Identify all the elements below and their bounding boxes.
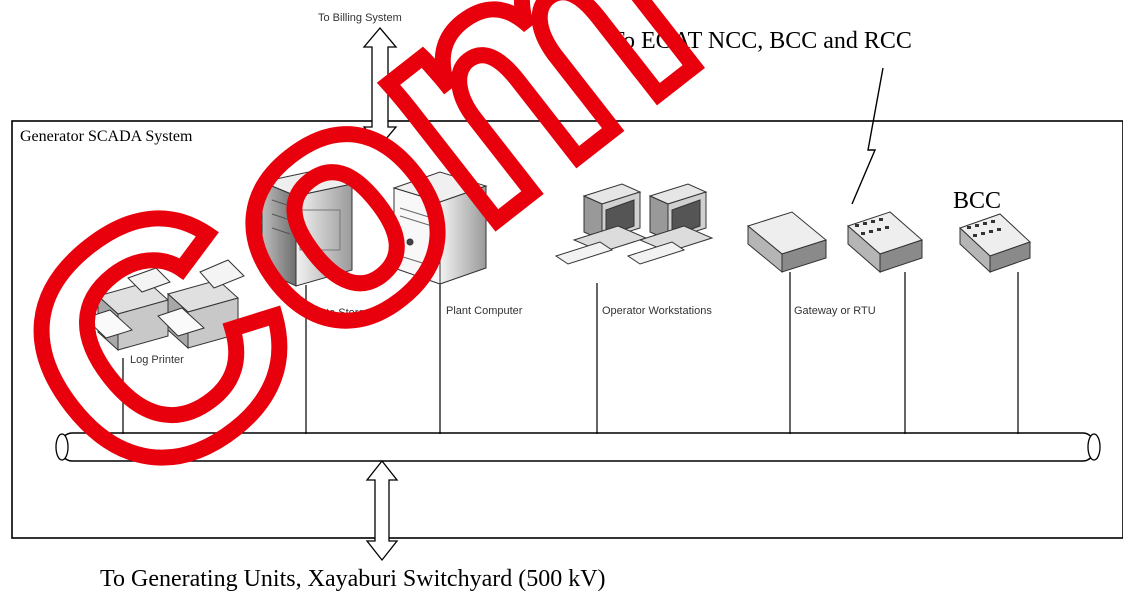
network-switch-icon [848,212,922,272]
log-printer-label: Log Printer [130,354,184,366]
bcc-label: BCC [953,188,1001,215]
plant-computer-label: Plant Computer [446,305,522,317]
external-centers-label: To EGAT NCC, BCC and RCC [610,28,912,55]
billing-double-arrow [364,28,396,146]
external-link-bolt [852,68,883,204]
server-icon [262,170,352,286]
gateway-label: Gateway or RTU [794,305,876,317]
data-storage-label: Data Storage [312,307,377,319]
billing-system-label: To Billing System [318,12,402,24]
system-title: Generator SCADA System [20,128,192,146]
generating-units-label: To Generating Units, Xayaburi Switchyard… [100,566,606,593]
device-drop-lines [123,272,1018,434]
network-bus [56,433,1100,461]
printer-icon [85,260,244,350]
operator-workstations-label: Operator Workstations [602,305,712,317]
workstation-icon [556,184,712,264]
generating-units-double-arrow [367,461,397,560]
gateway-icon [748,212,826,272]
computer-tower-icon [394,172,486,284]
bcc-switch-icon [960,214,1030,272]
